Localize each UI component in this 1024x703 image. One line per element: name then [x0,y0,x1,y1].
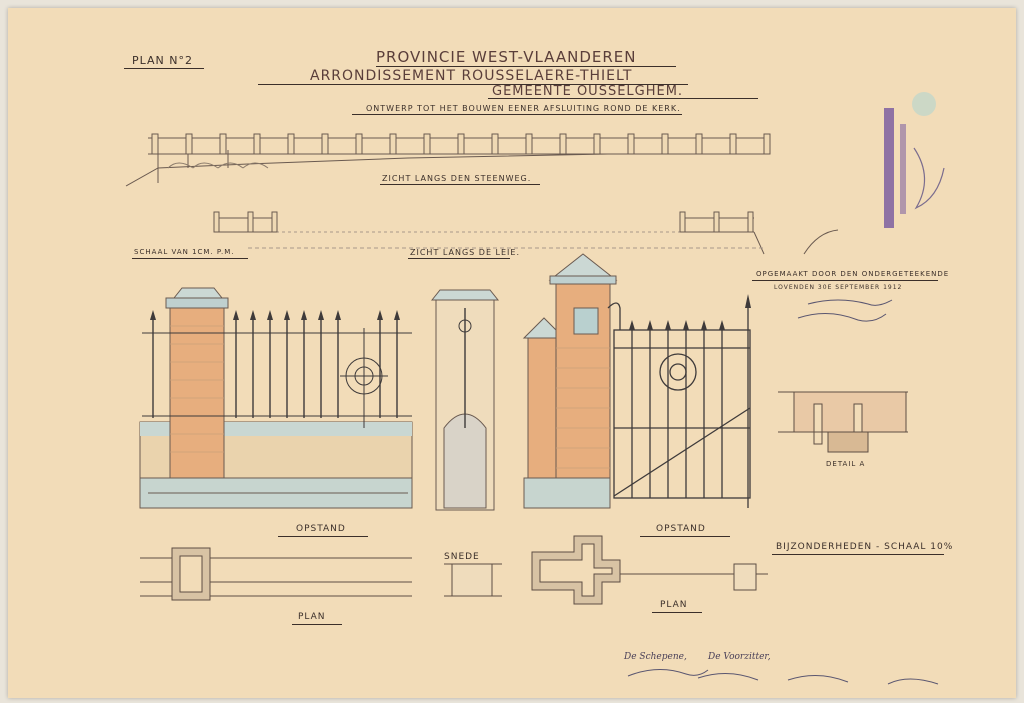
label-schepen: De Schepene, [624,652,687,662]
label-voorzitter: De Voorzitter, [708,652,771,662]
detail-a-drawing [778,391,908,453]
drawing-sheet: PLAN N°2 PROVINCIE WEST-VLAANDEREN ARRON… [8,8,1016,698]
plan-number-underline [124,68,204,69]
title-municipality: GEMEENTE OUSSELGHEM. [492,84,684,99]
left-elevation [139,287,413,509]
label-elevation-right-underline [640,536,730,537]
subtitle-underline [352,114,682,115]
label-plan-right-underline [652,612,702,613]
right-elevation [522,253,751,509]
label-elevation-left: OPSTAND [296,524,346,534]
label-scale: SCHAAL VAN 1CM. P.M. [134,248,235,256]
label-drawn-by-underline [752,280,938,281]
plan-left-drawing [140,547,502,601]
label-details: BIJZONDERHEDEN - SCHAAL 10% [776,542,954,552]
label-elevation-right: OPSTAND [656,524,706,534]
plan-number: PLAN N°2 [132,54,193,67]
label-plan-left-underline [292,624,342,625]
label-place-date: LOVENDEN 30E SEPTEMBER 1912 [774,284,903,291]
title-municipality-underline [488,98,758,99]
label-view-road: ZICHT LANGS DEN STEENWEG. [382,174,532,183]
view-leie-drawing [213,211,839,255]
label-view-road-underline [380,184,540,185]
label-plan-left: PLAN [298,612,326,622]
label-drawn-by: OPGEMAAKT DOOR DEN ONDERGETEEKENDE [756,270,950,278]
title-province-underline [376,66,676,67]
label-view-leie-underline [408,258,510,259]
title-arrondissement: ARRONDISSEMENT ROUSSELAERE-THIELT [310,68,633,84]
stamp-marks [884,92,945,228]
label-details-underline [772,554,944,555]
plan-right-drawing [531,535,768,605]
label-plan-right: PLAN [660,600,688,610]
label-elevation-left-underline [278,536,368,537]
section-view [430,289,500,511]
label-scale-underline [132,258,248,259]
ornament-left [340,328,388,428]
signature-scribbles [627,299,939,685]
view-road-posts [151,133,771,155]
title-province: PROVINCIE WEST-VLAANDEREN [376,48,637,66]
title-arrondissement-underline [258,84,688,85]
label-section: SNEDE [444,552,480,562]
label-detail-a: DETAIL A [826,460,866,468]
technical-drawing [125,92,945,685]
label-view-leie: ZICHT LANGS DE LEIE. [410,248,521,257]
subtitle: ONTWERP TOT HET BOUWEN EENER AFSLUITING … [366,104,681,113]
